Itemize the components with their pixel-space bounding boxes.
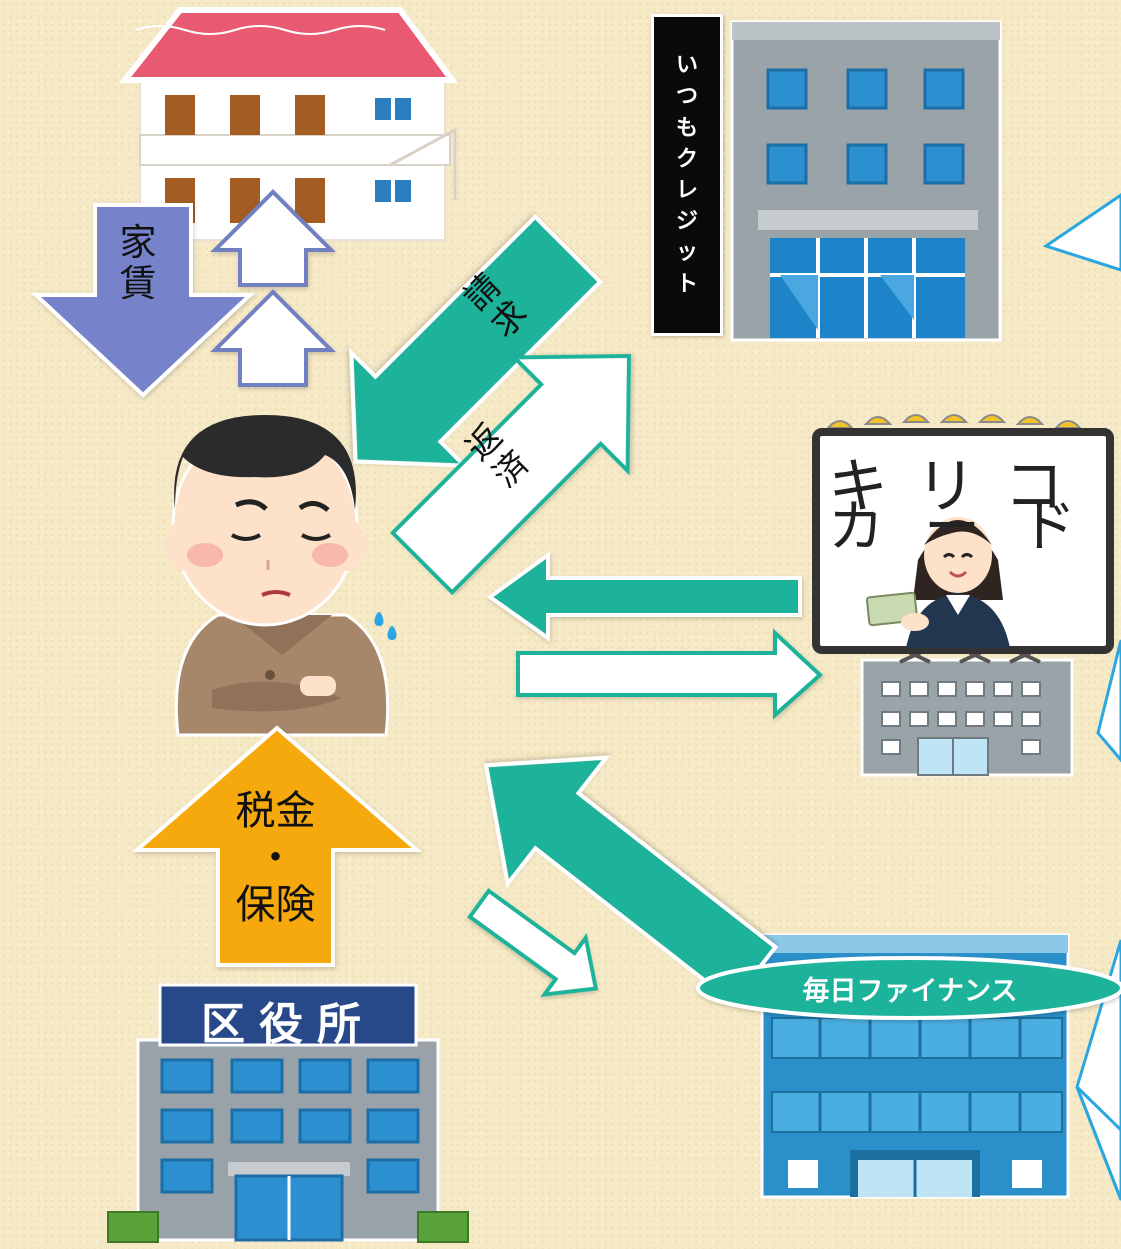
repayment-arrow [389, 354, 631, 596]
sign-char: ジ [675, 209, 698, 235]
tax-label: 税金 [235, 788, 316, 834]
speech-callout-bottom [1075, 939, 1121, 1201]
tax-insurance-label: 税金 ・ 保険 [218, 788, 333, 930]
sign-char: ッ [675, 240, 698, 266]
separator-dot: ・ [255, 835, 296, 882]
card-repayment-arrow [516, 628, 823, 720]
apartment-building-icon [118, 7, 458, 241]
ward-office-building-icon [107, 983, 469, 1243]
speech-callout-top [1042, 193, 1121, 272]
itsumo-credit-sign: い つ も ク レ ジ ッ ト [651, 14, 723, 336]
insurance-label: 保険 [235, 882, 316, 929]
mainichi-finance-label: 毎日ファイナンス [802, 976, 1018, 1007]
rent-label-char: 賃 [119, 262, 157, 306]
card-staff-woman-icon [865, 517, 1010, 648]
sweat-drop-icon [374, 612, 397, 640]
ward-office-sign-label: 区役所 [201, 999, 375, 1050]
up-arrow-to-apartment-lower [210, 289, 336, 387]
rent-label-char: 家 [119, 221, 157, 264]
credit-company-building-icon [730, 20, 1002, 342]
speech-callout-middle [1096, 639, 1121, 763]
billing-arrow [349, 213, 604, 468]
rent-arrow [30, 203, 256, 398]
finance-name-badge [696, 956, 1121, 1020]
sign-char: ト [675, 271, 698, 297]
sign-char: つ [675, 84, 698, 110]
kiriko-card-title-bottom: カード [828, 495, 1116, 560]
rent-label: 家 賃 [108, 222, 168, 305]
sign-char: も [675, 115, 698, 141]
finance-repayment-arrow [467, 888, 599, 997]
sign-char: レ [675, 178, 698, 203]
up-arrow-to-apartment-upper [210, 189, 336, 287]
worried-man-icon [166, 415, 390, 737]
sign-char: ク [675, 146, 698, 172]
tax-insurance-arrow [131, 725, 423, 967]
sign-char: い [675, 53, 698, 79]
card-loan-arrow [486, 551, 802, 642]
kiriko-card-title-top: キリコ [828, 452, 1092, 522]
